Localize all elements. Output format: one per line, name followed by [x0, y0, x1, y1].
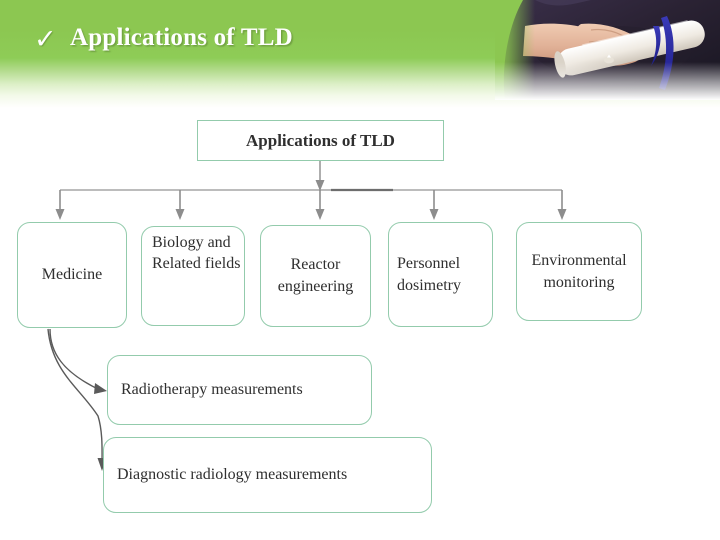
diagram-node-biology[interactable]: Biology and Related fields: [141, 226, 245, 326]
connector-medicine-to-radiotherapy: [49, 328, 101, 391]
connector-root-arrowhead: [315, 180, 325, 191]
diagram-node-root[interactable]: Applications of TLD: [197, 120, 444, 161]
diagram-node-personnel-dosimetry[interactable]: Personnel dosimetry: [388, 222, 493, 327]
diagram-node-biology-label: Biology and Related fields: [152, 234, 241, 272]
diagram-node-medicine-label: Medicine: [41, 266, 103, 283]
connector-radiotherapy-arrowhead: [94, 383, 107, 394]
diagram-node-diagnostic-radiology-measurements[interactable]: Diagnostic radiology measurements: [103, 437, 432, 513]
slide-header-banner: ✓ Applications of TLD: [0, 0, 720, 108]
diagram-node-radiotherapy-measurements-label: Radiotherapy measurements: [121, 381, 303, 398]
diagram-node-reactor-engineering-label: Reactor engineering: [277, 256, 354, 295]
diploma-photo-graphic: [495, 0, 720, 100]
diagram-node-personnel-dosimetry-label: Personnel dosimetry: [397, 254, 461, 294]
diagram-node-diagnostic-radiology-measurements-label: Diagnostic radiology measurements: [117, 466, 348, 483]
diagram-node-medicine[interactable]: Medicine: [17, 222, 127, 328]
slide-title: Applications of TLD: [70, 24, 293, 51]
diagram-node-root-label: Applications of TLD: [246, 130, 395, 150]
diagram-node-reactor-engineering[interactable]: Reactor engineering: [260, 225, 371, 327]
graduate-holding-diploma-photo: [495, 0, 720, 100]
diagram-node-radiotherapy-measurements[interactable]: Radiotherapy measurements: [107, 355, 372, 425]
connector-arrowheads: [55, 209, 567, 220]
check-icon: ✓: [34, 24, 57, 55]
diagram-node-environmental-monitoring-label: Environmental monitoring: [531, 251, 627, 291]
diagram-node-environmental-monitoring[interactable]: Environmental monitoring: [516, 222, 642, 321]
connector-medicine-to-diagnostic: [47, 328, 103, 465]
connector-drops: [59, 190, 563, 216]
